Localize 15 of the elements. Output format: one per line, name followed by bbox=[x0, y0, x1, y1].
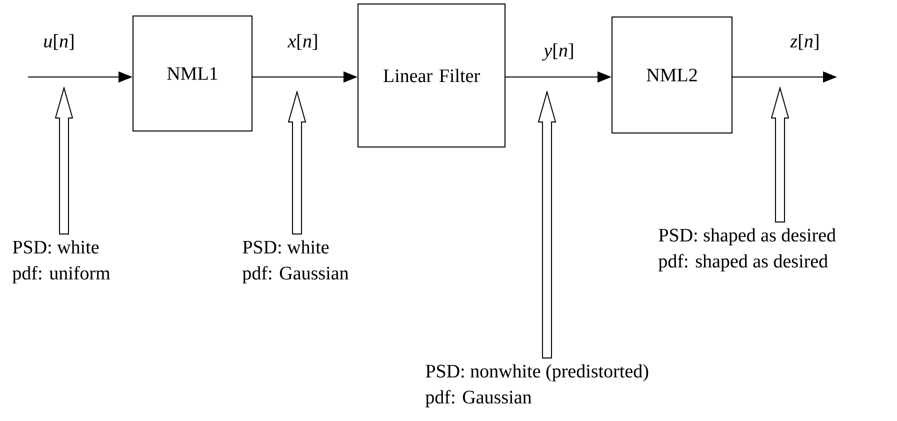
annotation-text: PSD: shaped as desired pdf: shaped as desired bbox=[658, 228, 836, 272]
process-box: NML1 bbox=[132, 16, 252, 132]
signal-label: y[n] bbox=[542, 43, 573, 61]
hollow-arrow bbox=[54, 86, 74, 234]
hollow-arrow bbox=[770, 86, 790, 222]
hollow-arrow bbox=[538, 90, 556, 358]
signal-label: x[n] bbox=[287, 34, 317, 50]
signal-label: u[n] bbox=[44, 34, 74, 50]
process-box: Linear Filter bbox=[358, 4, 506, 148]
process-box: NML2 bbox=[612, 16, 732, 134]
hollow-arrow bbox=[288, 90, 306, 234]
annotation-text: PSD: white pdf: Gaussian bbox=[242, 240, 348, 284]
annotation-text: PSD: white pdf: uniform bbox=[12, 240, 110, 284]
signal-label: z[n] bbox=[790, 34, 818, 50]
annotation-text: PSD: nonwhite (predistorted) pdf: Gaussian bbox=[426, 364, 648, 408]
